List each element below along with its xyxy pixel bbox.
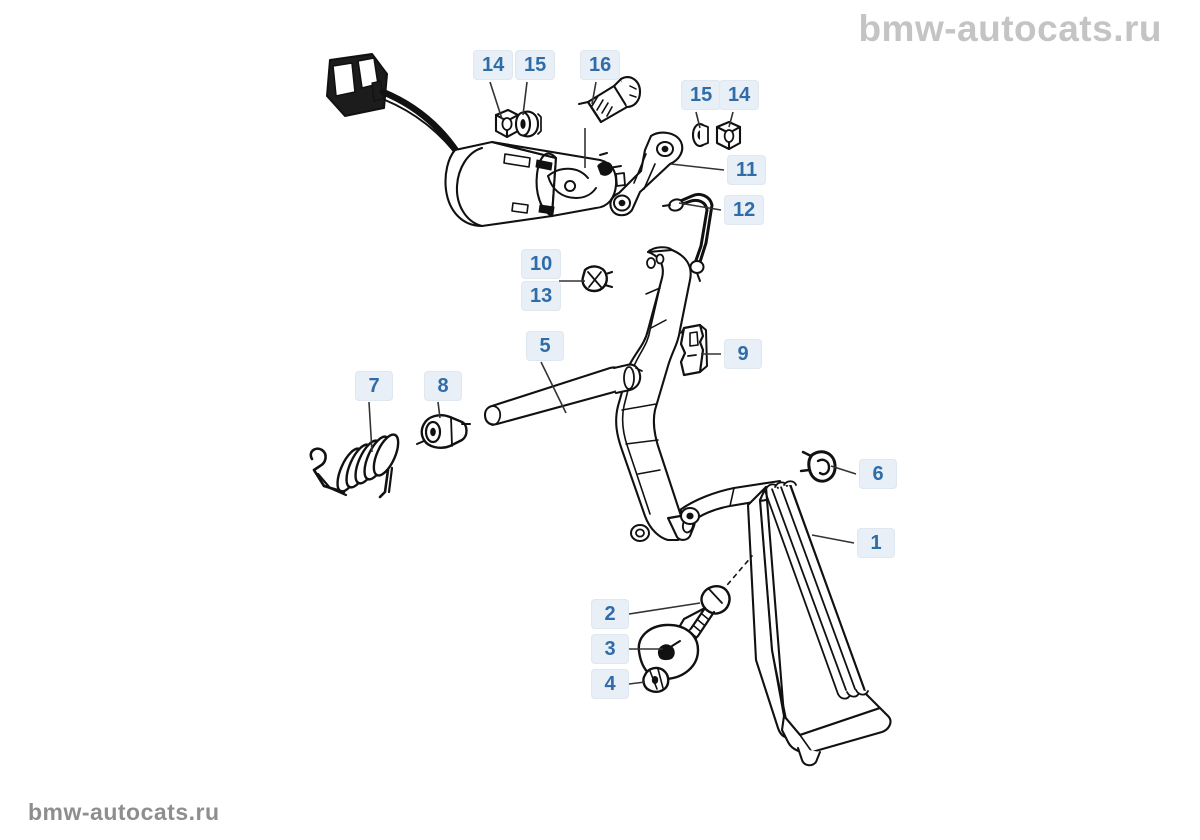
callout-badge-washer[interactable]: 15 [515,50,556,80]
leader-6 [830,465,857,475]
callout-badge-washer[interactable]: 15 [681,80,722,110]
leader-7 [368,401,373,453]
callout-badge-retaining-clip[interactable]: 13 [521,281,562,311]
callout-badge-lever-bracket[interactable]: 11 [727,155,767,185]
hex-bolt-part [578,76,642,124]
callout-badge-rubber-buffer[interactable]: 3 [591,634,629,664]
callout-badge-bushing[interactable]: 8 [424,371,462,401]
callout-badge-return-spring[interactable]: 7 [355,371,393,401]
pedal-lever-arm-part [615,246,696,542]
callout-badge-small-nut[interactable]: 4 [591,669,629,699]
lever-bracket-part [597,131,684,217]
hex-nut-right-part [715,120,742,151]
leader-11 [670,163,725,171]
leader-16 [591,81,597,105]
leader-lines [368,81,857,685]
watermark-top-right: bmw-autocats.ru [858,8,1162,49]
leader-14-left [489,81,503,120]
leader-15-left [522,81,528,116]
leader-5 [540,361,567,414]
leader-8 [437,401,441,419]
leader-14-right [728,111,734,128]
callout-badge-spring-clip[interactable]: 9 [724,339,762,369]
callout-badge-hex-nut[interactable]: 14 [473,50,514,80]
callout-badge-clip-upper[interactable]: 10 [521,249,562,279]
leader-2 [628,602,701,615]
callout-badge-hex-nut[interactable]: 14 [719,80,760,110]
callout-badge-circlip[interactable]: 6 [859,459,897,489]
accelerator-pedal-part [669,479,892,767]
washer-right-part [691,122,709,148]
callout-badge-pedal-pin[interactable]: 2 [591,599,629,629]
cross-shaft-part [483,363,643,426]
washer-left-part [514,110,542,138]
leader-1 [811,534,855,544]
spring-clip-part [679,323,708,377]
watermark-bottom-left: bmw-autocats.ru [28,799,220,825]
callout-badge-connecting-rod[interactable]: 12 [724,195,765,225]
callout-badge-hex-bolt[interactable]: 16 [580,50,621,80]
retaining-clip-part [581,265,614,293]
small-nut-part [642,666,670,693]
bushing-part [416,414,471,449]
hex-nut-left-part [494,108,520,139]
leader-4 [628,681,646,685]
leader-15-right [695,111,701,129]
circlip-part [799,450,837,483]
callout-badge-accelerator-pedal[interactable]: 1 [857,528,895,558]
callout-badge-cross-shaft[interactable]: 5 [526,331,564,361]
leader-12 [678,202,722,211]
connecting-rod-part [662,192,714,282]
return-spring-part [309,433,400,499]
